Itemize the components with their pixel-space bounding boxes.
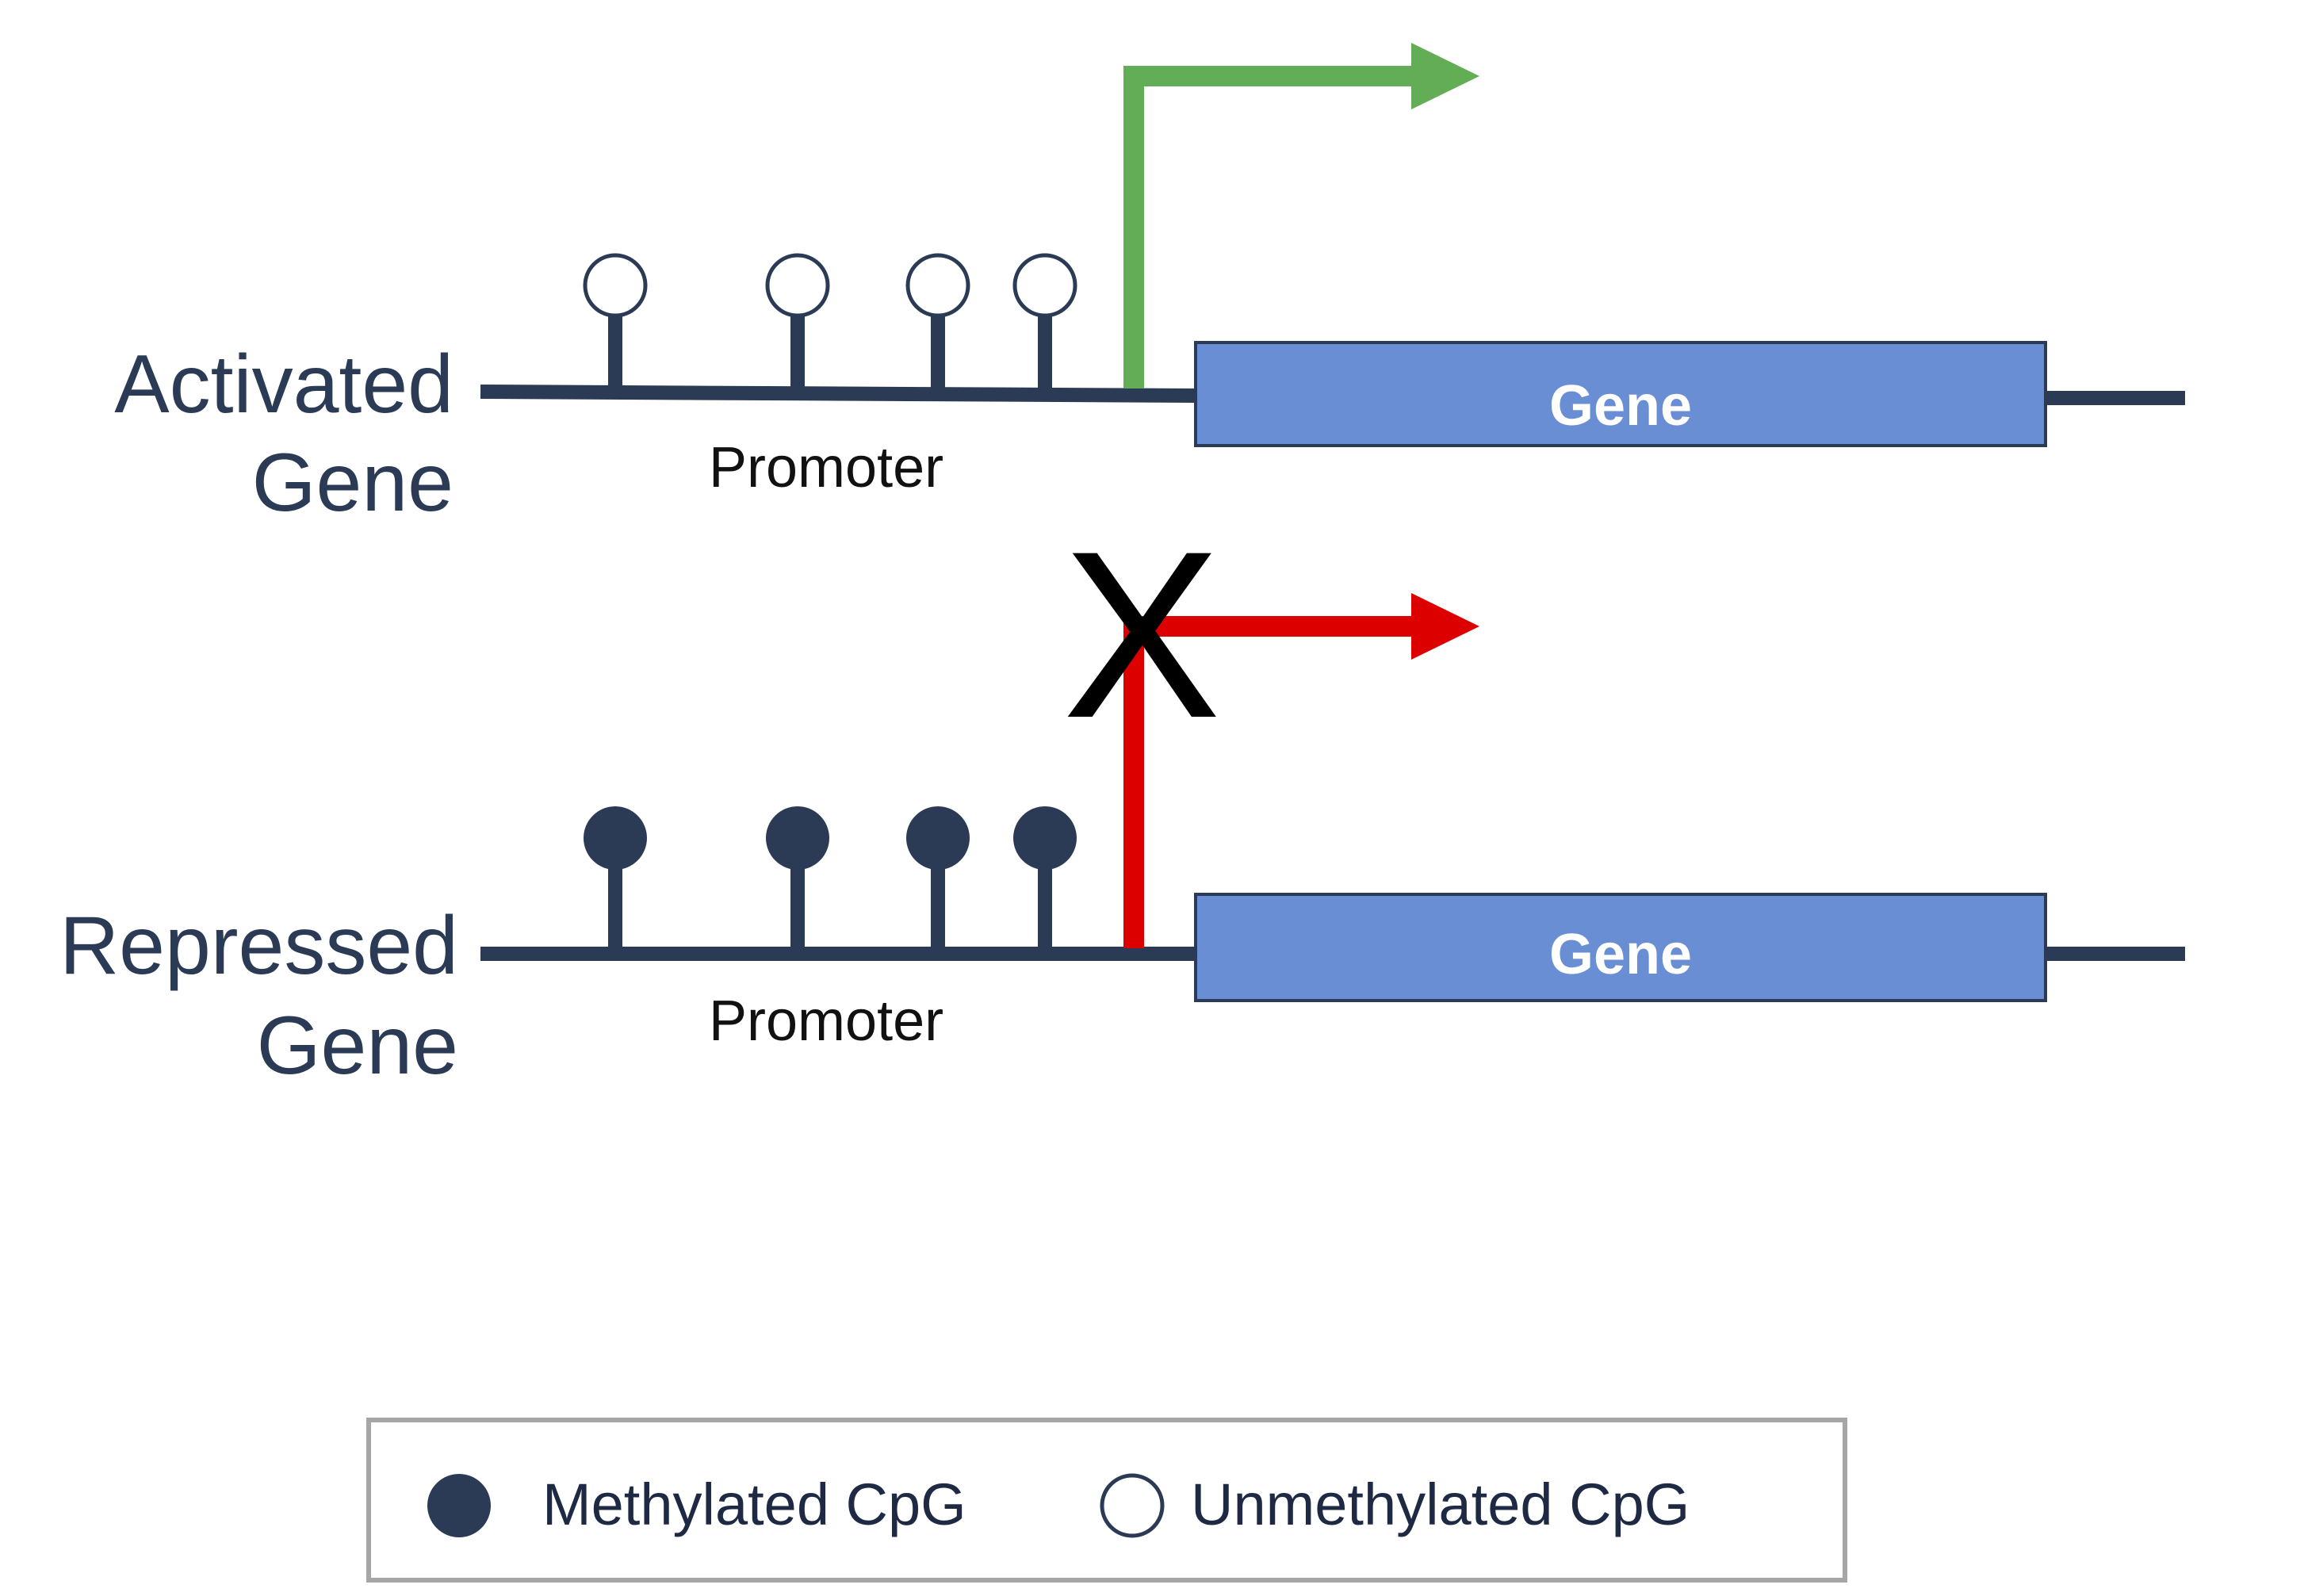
- unmethylated-cpg-4: [1012, 253, 1077, 318]
- repressed-promoter-label: Promoter: [709, 989, 944, 1053]
- activated-gene-row: [480, 43, 2185, 447]
- methylated-cpg-4: [1013, 806, 1077, 870]
- activated-dna-line-left: [480, 385, 1196, 403]
- repressed-label-line1: Repressed: [59, 900, 458, 992]
- activated-label-line2: Gene: [251, 437, 454, 529]
- unmethylated-cpg-2: [765, 253, 830, 318]
- repressed-gene-label: Gene: [1548, 923, 1693, 986]
- legend-unmethylated-label: Unmethylated CpG: [1191, 1472, 1690, 1537]
- repressed-gene-box: [1194, 893, 2047, 1002]
- repressed-gene-row: [480, 593, 2185, 1002]
- activated-gene-box: [1194, 341, 2047, 447]
- active-transcription-arrow: [1123, 66, 1411, 388]
- blocked-arrow-head: [1411, 593, 1479, 660]
- methylated-cpg-2: [766, 806, 829, 870]
- legend-methylated-dot: [427, 1474, 491, 1537]
- methylated-cpg-3: [906, 806, 970, 870]
- unmethylated-cpg-3: [905, 253, 970, 318]
- active-arrow-head: [1411, 43, 1479, 109]
- activated-promoter-label: Promoter: [709, 436, 944, 499]
- legend-unmethylated-dot: [1100, 1473, 1165, 1538]
- repressed-label-line2: Gene: [256, 1000, 458, 1092]
- activated-gene-label: Gene: [1548, 374, 1693, 438]
- activated-label-line1: Activated: [114, 339, 454, 431]
- unmethylated-cpg-1: [583, 253, 648, 318]
- block-x-mark: X: [1062, 501, 1222, 767]
- legend-methylated-label: Methylated CpG: [542, 1472, 966, 1537]
- methylated-cpg-1: [584, 806, 647, 870]
- blocked-transcription-arrow: [1123, 616, 1411, 948]
